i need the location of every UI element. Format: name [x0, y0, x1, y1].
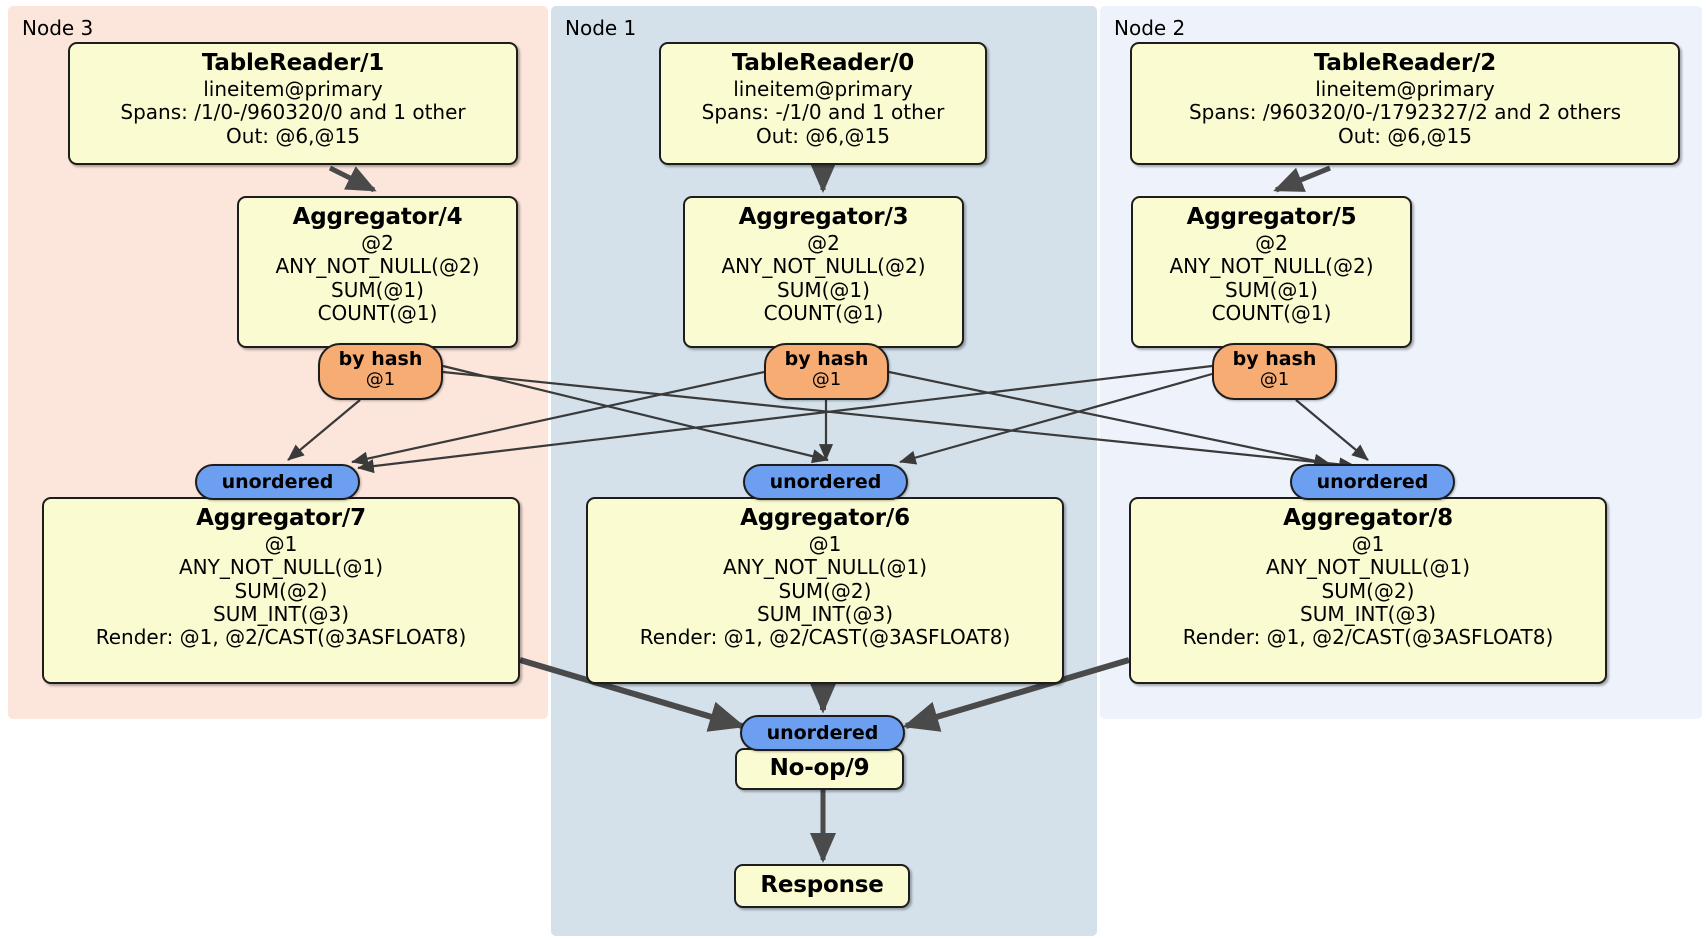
processor-title: TableReader/1: [201, 50, 385, 76]
by-hash-router-hash3[interactable]: by hash@1: [764, 343, 889, 400]
by-hash-router-hash4[interactable]: by hash@1: [318, 343, 443, 400]
processor-detail-line: SUM(@1): [777, 277, 870, 302]
processor-detail-line: @2: [1255, 230, 1288, 255]
processor-detail-line: Render: @1, @2/CAST(@3ASFLOAT8): [95, 625, 467, 650]
pill-label: by hash: [338, 348, 423, 370]
processor-detail-line: @2: [361, 230, 394, 255]
node-label-node1: Node 1: [565, 16, 637, 40]
processor-detail-line: Out: @6,@15: [1338, 123, 1472, 148]
processor-title: Aggregator/8: [1283, 505, 1453, 531]
processor-detail-line: Out: @6,@15: [226, 123, 360, 148]
processor-box-noop9[interactable]: No-op/9: [735, 748, 904, 790]
unordered-synchronizer-unord7[interactable]: unordered: [195, 464, 360, 500]
pill-label: unordered: [769, 470, 882, 493]
processor-detail-line: SUM(@1): [1225, 277, 1318, 302]
processor-detail-line: Render: @1, @2/CAST(@3ASFLOAT8): [639, 625, 1011, 650]
node-label-node3: Node 3: [22, 16, 94, 40]
processor-detail-line: SUM_INT(@3): [213, 602, 349, 627]
by-hash-router-hash5[interactable]: by hash@1: [1212, 343, 1337, 400]
processor-detail-line: Spans: /1/0-/960320/0 and 1 other: [120, 100, 466, 125]
processor-detail-line: ANY_NOT_NULL(@1): [723, 555, 927, 580]
processor-detail-line: SUM_INT(@3): [757, 602, 893, 627]
pill-label: by hash: [1232, 348, 1317, 370]
pill-label: unordered: [1316, 470, 1429, 493]
unordered-synchronizer-unord9[interactable]: unordered: [740, 715, 905, 751]
processor-title: Response: [760, 872, 884, 899]
processor-detail-line: ANY_NOT_NULL(@1): [1266, 555, 1470, 580]
processor-title: TableReader/0: [731, 50, 915, 76]
processor-title: Aggregator/4: [292, 204, 463, 230]
processor-detail-line: @1: [808, 531, 842, 556]
processor-title: No-op/9: [769, 755, 870, 782]
unordered-synchronizer-unord6[interactable]: unordered: [743, 464, 908, 500]
processor-detail-line: SUM_INT(@3): [1300, 602, 1436, 627]
processor-detail-line: COUNT(@1): [1211, 301, 1332, 326]
processor-detail-line: ANY_NOT_NULL(@2): [1169, 254, 1374, 279]
processor-detail-line: SUM(@2): [234, 578, 328, 603]
processor-detail-line: SUM(@2): [778, 578, 872, 603]
processor-detail-line: @2: [807, 230, 840, 255]
processor-detail-line: Spans: /960320/0-/1792327/2 and 2 others: [1188, 100, 1621, 125]
processor-detail-line: Spans: -/1/0 and 1 other: [701, 100, 945, 125]
node-label-node2: Node 2: [1114, 16, 1186, 40]
processor-detail-line: @1: [1351, 531, 1385, 556]
unordered-synchronizer-unord8[interactable]: unordered: [1290, 464, 1455, 500]
pill-sublabel: @1: [1259, 368, 1290, 390]
processor-detail-line: Out: @6,@15: [756, 123, 890, 148]
processor-detail-line: SUM(@1): [331, 277, 424, 302]
processor-detail-line: lineitem@primary: [203, 76, 383, 101]
processor-title: Aggregator/5: [1186, 204, 1357, 230]
processor-detail-line: @1: [264, 531, 298, 556]
processor-detail-line: COUNT(@1): [317, 301, 438, 326]
processor-detail-line: ANY_NOT_NULL(@2): [275, 254, 480, 279]
processor-detail-line: lineitem@primary: [1315, 76, 1495, 101]
pill-sublabel: @1: [365, 368, 396, 390]
processor-title: Aggregator/7: [196, 505, 366, 531]
processor-detail-line: Render: @1, @2/CAST(@3ASFLOAT8): [1182, 625, 1554, 650]
processor-title: TableReader/2: [1313, 50, 1497, 76]
processor-title: Aggregator/6: [740, 505, 910, 531]
processor-detail-line: SUM(@2): [1321, 578, 1415, 603]
processor-detail-line: COUNT(@1): [763, 301, 884, 326]
pill-label: unordered: [221, 470, 334, 493]
pill-sublabel: @1: [811, 368, 842, 390]
processor-detail-line: lineitem@primary: [733, 76, 913, 101]
pill-label: unordered: [766, 721, 879, 744]
processor-detail-line: ANY_NOT_NULL(@1): [179, 555, 383, 580]
processor-box-response[interactable]: Response: [734, 864, 910, 908]
pill-label: by hash: [784, 348, 869, 370]
processor-title: Aggregator/3: [738, 204, 909, 230]
processor-detail-line: ANY_NOT_NULL(@2): [721, 254, 926, 279]
